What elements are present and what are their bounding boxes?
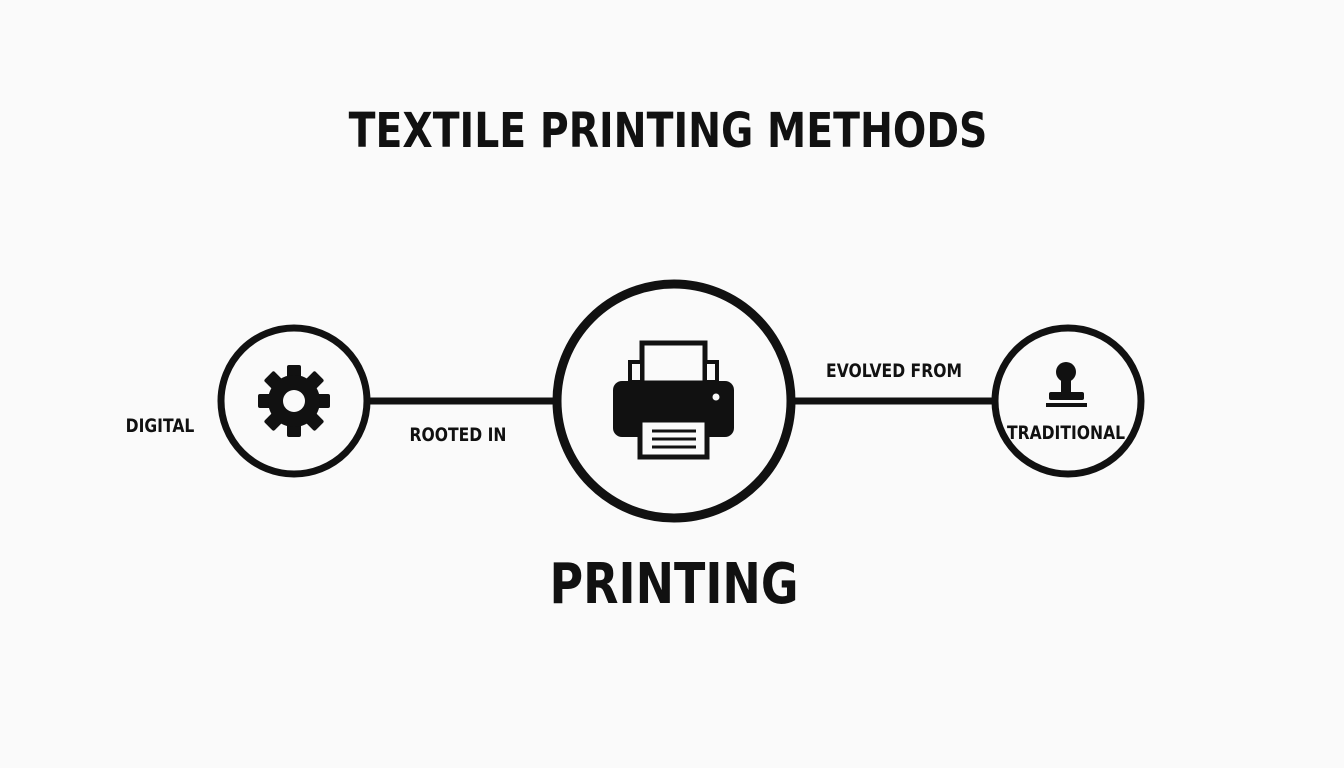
node-traditional-circle <box>991 324 1145 478</box>
printer-icon <box>613 340 734 460</box>
edge-label-rooted-in: ROOTED IN <box>409 424 507 446</box>
edge-label-evolved-from: EVOLVED FROM <box>826 360 962 382</box>
node-printing <box>552 279 796 523</box>
node-digital <box>217 324 371 478</box>
stamp-icon <box>1046 362 1087 407</box>
diagram-title: TEXTILE PRINTING METHODS <box>348 103 988 159</box>
node-traditional <box>991 324 1145 478</box>
node-traditional-label: TRADITIONAL <box>1006 422 1126 444</box>
node-printing-label: PRINTING <box>549 552 799 617</box>
gear-icon <box>258 365 330 437</box>
node-digital-label: DIGITAL <box>125 415 195 437</box>
